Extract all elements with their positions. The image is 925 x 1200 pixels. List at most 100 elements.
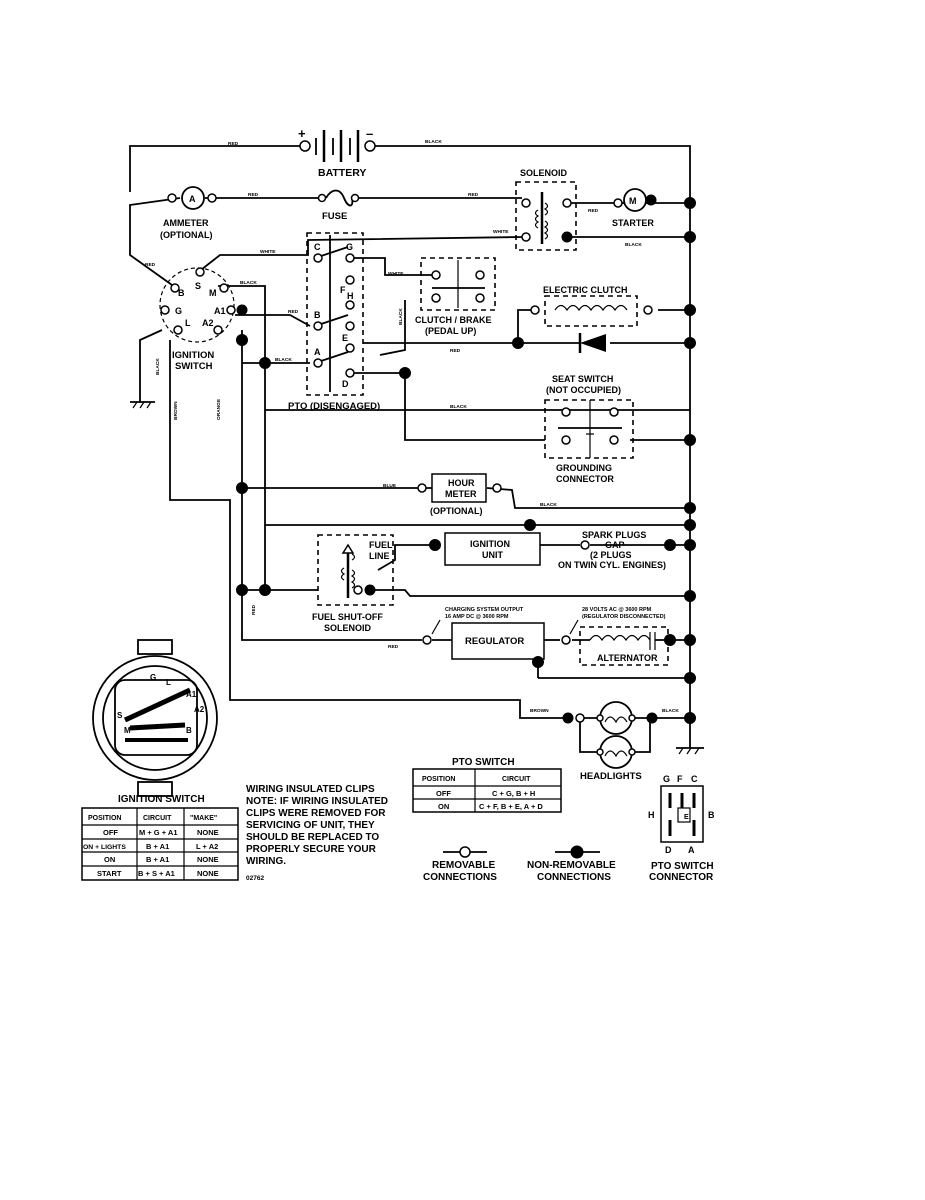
ign-term-g: G [175, 306, 182, 316]
note-line-0: NOTE: IF WIRING INSULATED [246, 796, 388, 807]
junction-nodes [236, 197, 696, 724]
wires [129, 145, 691, 753]
ign-th-position: POSITION [88, 815, 121, 822]
note-title: WIRING INSULATED CLIPS [246, 784, 375, 795]
wire-label-black-mid: BLACK [450, 404, 467, 410]
grounding-label-2: CONNECTOR [556, 474, 614, 484]
wire-label-red-ammeter: RED [248, 192, 259, 198]
pto-connector: E G F C H B D A PTO SWITCH CONNECTOR [648, 774, 715, 883]
wiring-note: WIRING INSULATED CLIPS NOTE: IF WIRING I… [246, 784, 388, 882]
note-line-3: SHOULD BE REPLACED TO [246, 832, 379, 843]
seat-label-2: (NOT OCCUPIED) [546, 385, 621, 395]
legend-removable-1: REMOVABLE [432, 860, 495, 871]
wire-label-red-clutch: RED [450, 348, 461, 354]
ign-table-title: IGNITION SWITCH [118, 794, 205, 805]
wire-label-red-vert: RED [251, 604, 257, 615]
battery-label: BATTERY [318, 167, 366, 179]
wire-label-black-clutch: BLACK [398, 308, 404, 325]
note-line-1: CLIPS WERE REMOVED FOR [246, 808, 386, 819]
pto-term-e: E [342, 333, 348, 343]
wire-label-brown: BROWN [530, 708, 549, 714]
electric-clutch-label: ELECTRIC CLUTCH [543, 285, 628, 295]
wire-label-orange-vert: ORANGE [216, 398, 222, 420]
legend: REMOVABLE CONNECTIONS NON-REMOVABLE CONN… [423, 845, 616, 883]
pto-term-h: H [347, 291, 354, 301]
note-line-4: PROPERLY SECURE YOUR [246, 844, 377, 855]
conn-term-c: C [691, 774, 698, 784]
pto-term-g: G [346, 242, 353, 252]
alternator: ALTERNATOR [579, 626, 669, 666]
ign-td-0-1: M + G + A1 [139, 828, 178, 837]
clutch-brake: CLUTCH / BRAKE (PEDAL UP) [415, 257, 496, 336]
solenoid: SOLENOID [515, 168, 577, 251]
hour-meter: HOUR METER (OPTIONAL) [417, 473, 502, 516]
grounding-label-1: GROUNDING [556, 463, 612, 473]
wire-label-white-clutch: WHITE [388, 271, 404, 277]
legend-nonremovable-1: NON-REMOVABLE [527, 860, 616, 871]
ground-symbols [130, 401, 704, 755]
ign-label-1: IGNITION [172, 350, 214, 361]
fuel-sol-label-1: FUEL SHUT-OFF [312, 612, 383, 622]
headlights: HEADLIGHTS [562, 701, 658, 782]
ign-term-m: M [209, 288, 217, 298]
pto-term-a: A [314, 347, 321, 357]
pto-table: PTO SWITCH POSITION CIRCUIT OFF C + G, B… [412, 757, 562, 813]
pto-th-position: POSITION [422, 776, 455, 783]
ign-term-b: B [178, 288, 185, 298]
legend-removable-2: CONNECTIONS [423, 872, 497, 883]
ign-td-1-0: ON + LIGHTS [83, 844, 126, 851]
note-line-2: SERVICING OF UNIT, THEY [246, 820, 375, 831]
spark-label-1: SPARK PLUGS [582, 530, 646, 540]
pto-label: PTO (DISENGAGED) [288, 401, 380, 412]
conn-term-f: F [677, 774, 683, 784]
ignition-switch-face: G L S A1 A2 M B [92, 639, 218, 797]
diode [578, 333, 606, 353]
face-term-s: S [117, 711, 123, 720]
ammeter-symbol: A [189, 194, 196, 204]
wire-label-black-head: BLACK [662, 708, 679, 714]
pto-td-0-0: OFF [436, 789, 451, 798]
charging-label-1: CHARGING SYSTEM OUTPUT [445, 607, 524, 613]
clutch-label-2: (PEDAL UP) [425, 326, 476, 336]
pto-table-title: PTO SWITCH [452, 757, 515, 768]
alternator-label: ALTERNATOR [597, 653, 658, 663]
spark-label-4: ON TWIN CYL. ENGINES) [558, 560, 666, 570]
face-term-g: G [150, 673, 156, 682]
spark-label-2: GAP [605, 540, 625, 550]
regulator: REGULATOR CHARGING SYSTEM OUTPUT 16 AMP … [422, 607, 666, 660]
spark-label-3: (2 PLUGS [590, 550, 632, 560]
ammeter-optional: (OPTIONAL) [160, 230, 213, 240]
fuel-solenoid: FUEL LINE FUEL SHUT-OFF SOLENOID [312, 534, 394, 633]
solenoid-label: SOLENOID [520, 168, 568, 178]
ign-label-2: SWITCH [175, 361, 213, 372]
wire-label-red-starter: RED [588, 208, 599, 214]
ign-td-0-2: NONE [197, 828, 219, 837]
part-number: 02762 [246, 875, 264, 882]
pto-term-c: C [314, 242, 321, 252]
ign-td-2-0: ON [104, 855, 115, 864]
wire-label-brown-vert: BROWN [173, 401, 179, 420]
note-line-5: WIRING. [246, 856, 286, 867]
seat-label-1: SEAT SWITCH [552, 374, 613, 384]
face-term-m: M [124, 726, 131, 735]
wire-label-red-pto: RED [288, 309, 299, 315]
ign-term-l: L [185, 318, 191, 328]
conn-term-h: H [648, 810, 655, 820]
wire-label-black-top: BLACK [425, 139, 442, 145]
pto-term-d: D [342, 379, 349, 389]
face-term-l: L [166, 678, 171, 687]
wire-label-red-ign: RED [145, 262, 156, 268]
ign-td-1-1: B + A1 [146, 842, 169, 851]
wire-label-black-hour: BLACK [540, 502, 557, 508]
fuse-label: FUSE [322, 211, 347, 222]
conn-term-e: E [684, 814, 689, 821]
face-term-a1: A1 [186, 690, 197, 699]
conn-term-a: A [688, 845, 695, 855]
ign-td-1-2: L + A2 [196, 842, 218, 851]
ign-term-a2: A2 [202, 318, 214, 328]
ign-td-3-0: START [97, 869, 122, 878]
starter-label: STARTER [612, 218, 654, 228]
volts-label-2: (REGULATOR DISCONNECTED) [582, 614, 666, 620]
ign-unit-label-2: UNIT [482, 550, 503, 560]
ign-td-0-0: OFF [103, 828, 118, 837]
